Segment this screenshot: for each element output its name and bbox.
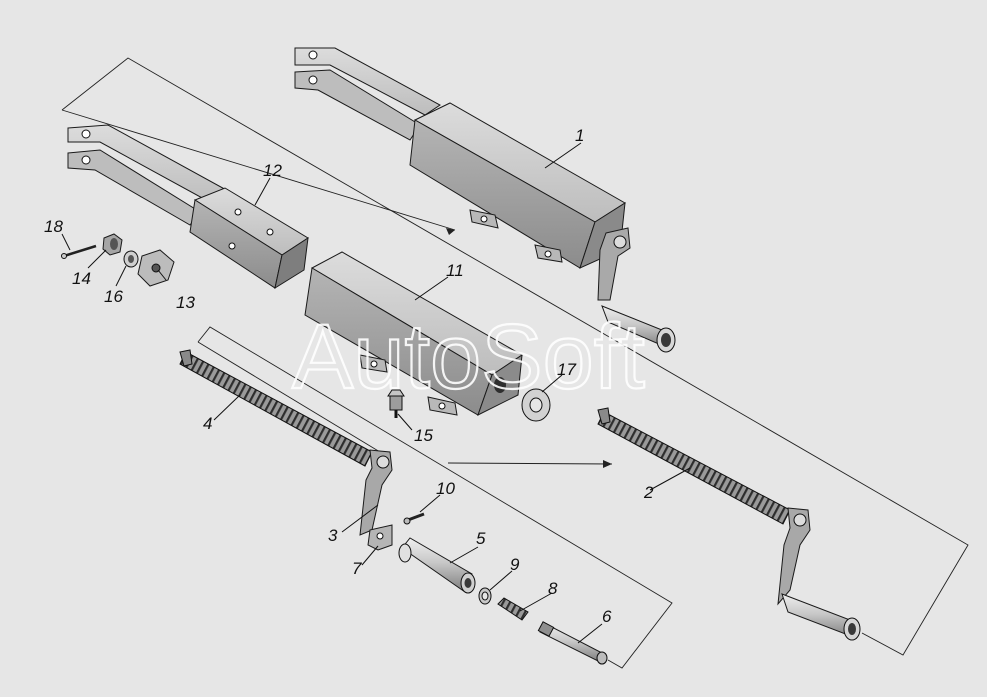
part-16-washer [123, 250, 139, 268]
assembly-frame-lower [197, 326, 673, 669]
part-9-ring [478, 587, 492, 605]
callout-15: 15 [414, 426, 433, 445]
part-18-cotter-pin [61, 244, 97, 259]
callout-17: 17 [557, 360, 576, 379]
part-1-upper-rail-assembly [294, 47, 676, 353]
assembly-frame-upper [61, 57, 969, 656]
part-7-clevis [367, 524, 393, 551]
part-10-pin [403, 512, 425, 525]
part-11-lower-housing [304, 251, 523, 416]
callout-16: 16 [104, 287, 123, 306]
callout-3: 3 [328, 526, 338, 545]
callout-8: 8 [548, 579, 558, 598]
part-13-plate [137, 249, 175, 287]
watermark-text: AutoSoft [292, 306, 645, 408]
callout-4: 4 [203, 414, 212, 433]
callout-10: 10 [436, 479, 455, 498]
leader-lines [61, 142, 691, 644]
callout-6: 6 [602, 607, 612, 626]
part-4-lead-screw [179, 349, 373, 467]
callout-18: 18 [44, 217, 63, 236]
callout-9: 9 [510, 555, 520, 574]
callout-12: 12 [263, 161, 282, 180]
callout-13: 13 [176, 293, 195, 312]
callout-5: 5 [476, 529, 486, 548]
callout-2: 2 [643, 483, 654, 502]
callout-14: 14 [72, 269, 91, 288]
part-14-nut [102, 233, 123, 256]
part-8-spring [497, 597, 529, 621]
part-12-rail-slider [67, 124, 309, 290]
part-6-rod [537, 621, 608, 665]
callout-7: 7 [352, 559, 362, 578]
part-2-lead-screw-with-crank [597, 407, 861, 641]
callout-11: 11 [446, 261, 464, 280]
callout-1: 1 [575, 126, 584, 145]
part-15-grease-fitting [387, 389, 405, 418]
part-17-washer [521, 388, 551, 422]
callout-labels: 1 2 3 4 5 6 7 8 9 10 11 12 13 14 15 16 1… [44, 126, 654, 626]
part-5-sleeve [398, 537, 476, 594]
